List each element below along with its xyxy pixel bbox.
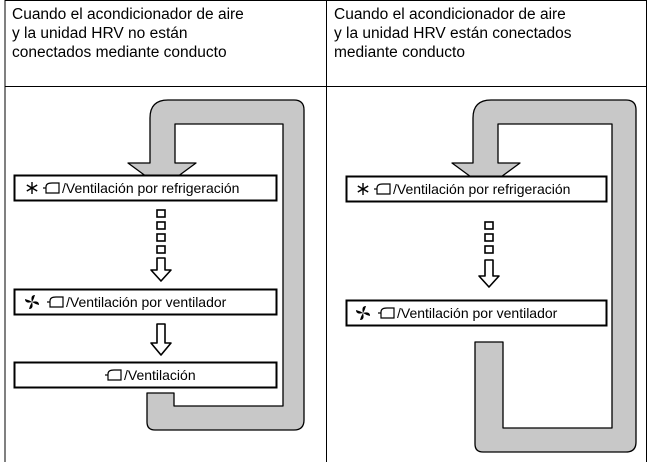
ventilation-icon: [105, 369, 122, 381]
mode-label-cool-vent-right: /Ventilación por refrigeración: [393, 181, 570, 197]
ventilation-icon: [43, 182, 60, 194]
fan-icon: [356, 306, 370, 320]
mode-box-vent-left: [13, 361, 278, 389]
snowflake-icon: [26, 182, 38, 194]
mode-label-fan-vent-left: /Ventilación por ventilador: [66, 294, 227, 310]
header-left: Cuando el acondicionador de aire y la un…: [12, 6, 248, 61]
mode-box-cool-vent-left: [13, 174, 278, 202]
cycle-loop-left: [127, 99, 305, 431]
dashed-step-right: [484, 221, 494, 254]
fan-icon: [25, 295, 39, 309]
header-right: Cuando el acondicionador de aire y la un…: [334, 6, 576, 61]
mode-label-cool-vent-left: /Ventilación por refrigeración: [62, 180, 239, 196]
cycle-loop-right: [451, 99, 637, 453]
down-arrow-left-2: [150, 323, 172, 356]
table-grid: [4, 0, 647, 462]
mode-label-fan-vent-right: /Ventilación por ventilador: [397, 305, 558, 321]
ventilation-icon: [378, 307, 395, 319]
snowflake-icon: [357, 183, 369, 195]
mode-box-fan-vent-right: [345, 299, 608, 327]
ventilation-icon: [374, 183, 391, 195]
mode-box-fan-vent-left: [13, 288, 278, 316]
down-arrow-right: [478, 259, 500, 288]
dashed-step-left: [156, 209, 166, 254]
ventilation-icon: [47, 296, 64, 308]
mode-label-vent-left: /Ventilación: [124, 367, 196, 383]
down-arrow-left-1: [150, 257, 172, 282]
